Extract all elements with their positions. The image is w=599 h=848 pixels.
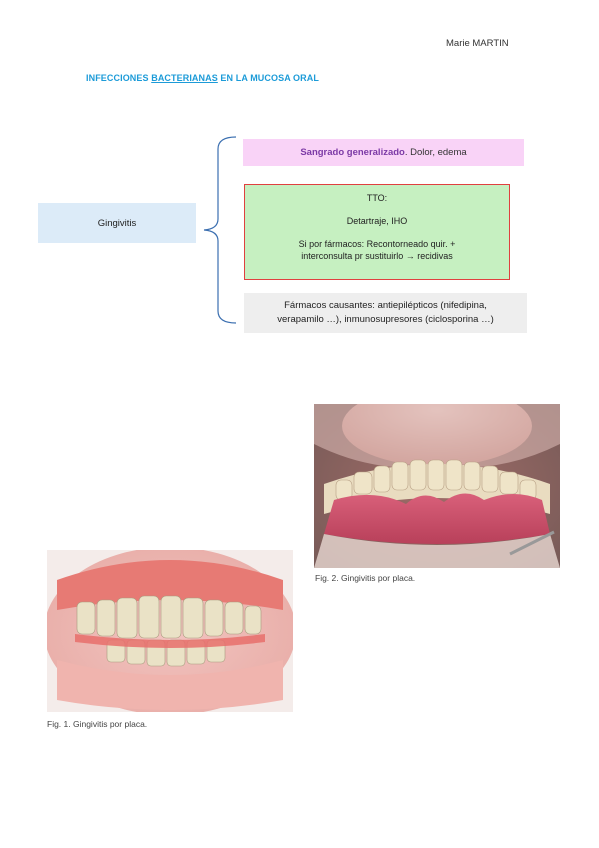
concept-box-gingivitis: Gingivitis	[38, 203, 196, 243]
treatment-line-1: TTO:	[366, 193, 388, 203]
treatment-line-4: interconsulta pr sustituirlo → recidivas	[301, 251, 453, 261]
drugs-line-1: Fármacos causantes: antiepilépticos (nif…	[284, 300, 487, 311]
figure-1-photo	[47, 550, 293, 712]
figure-2-photo	[314, 404, 560, 568]
figure-2-caption: Fig. 2. Gingivitis por placa.	[315, 573, 416, 583]
treatment-line-3: Si por fármacos: Recontorneado quir. +	[298, 239, 456, 249]
title-part-2: EN LA MUCOSA ORAL	[217, 73, 319, 83]
symptoms-box: Sangrado generalizado. Dolor, edema	[243, 139, 524, 166]
causative-drugs-box: Fármacos causantes: antiepilépticos (nif…	[244, 293, 527, 333]
curly-brace-icon	[203, 136, 237, 324]
figure-1-caption: Fig. 1. Gingivitis por placa.	[47, 719, 148, 729]
title-part-1: INFECCIONES	[86, 73, 152, 83]
page-title: INFECCIONES BACTERIANAS EN LA MUCOSA ORA…	[86, 73, 319, 83]
title-underlined-word: BACTERIANAS	[151, 73, 218, 83]
author-name: Marie MARTIN	[446, 38, 509, 49]
treatment-line-2: Detartraje, IHO	[346, 216, 408, 226]
treatment-box: TTO: Detartraje, IHO Si por fármacos: Re…	[244, 184, 510, 280]
symptoms-rest: . Dolor, edema	[404, 147, 467, 158]
drugs-line-2: verapamilo …), inmunosupresores (ciclosp…	[277, 314, 494, 325]
symptoms-highlight: Sangrado generalizado	[300, 147, 405, 158]
